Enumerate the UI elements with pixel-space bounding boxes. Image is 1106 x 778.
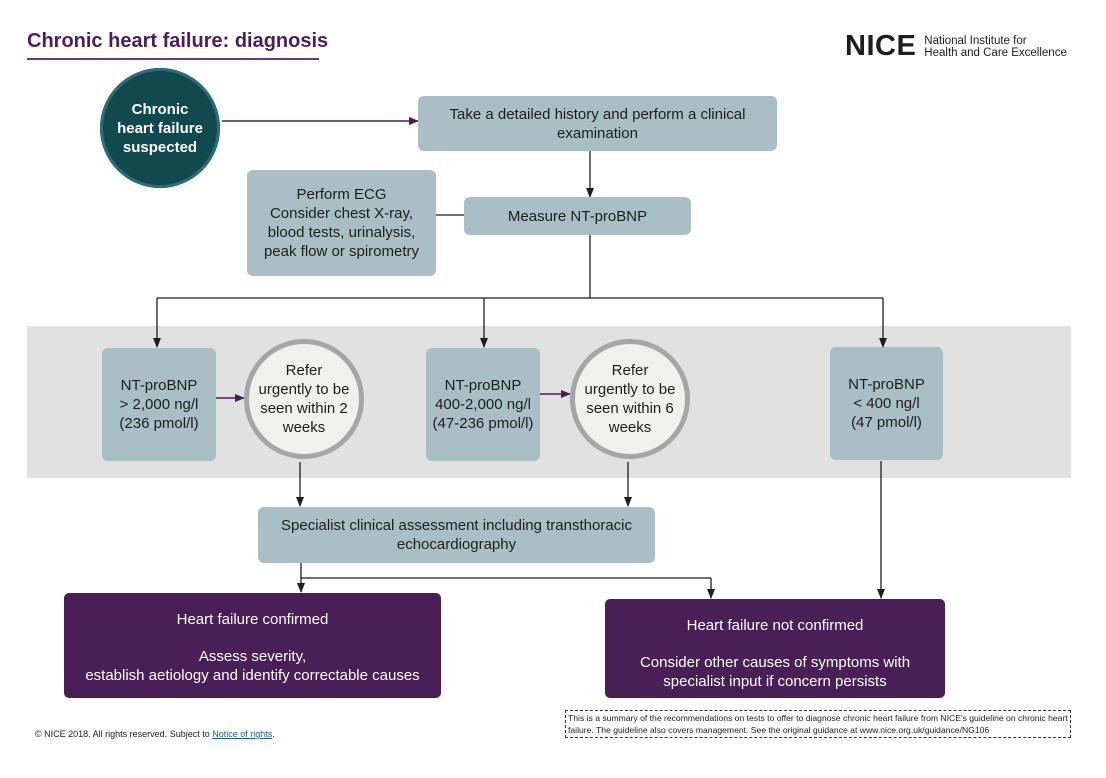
logo-mark: NICE [845,30,917,62]
history-box: Take a detailed history and perform a cl… [418,96,777,151]
refer-6-weeks-node: Refer urgently to be seen within 6 weeks [570,339,690,459]
measure-box: Measure NT-proBNP [464,197,691,235]
specialist-assessment-box: Specialist clinical assessment including… [258,507,655,563]
ecg-box: Perform ECG Consider chest X-ray, blood … [247,170,436,276]
ntprobnp-mid-box: NT-proBNP 400-2,000 ng/l (47-236 pmol/l) [426,348,540,461]
notice-of-rights-link[interactable]: Notice of rights [212,729,273,739]
nice-logo: NICE National Institute for Health and C… [845,30,1067,63]
copyright-end: . [272,729,275,739]
confirmed-title: Heart failure confirmed [176,611,329,628]
heart-failure-not-confirmed-box: Heart failure not confirmed Consider oth… [605,599,945,698]
copyright-text: © NICE 2018. All rights reserved. Subjec… [35,729,213,739]
copyright-notice: © NICE 2018. All rights reserved. Subjec… [35,729,275,739]
start-node: Chronic heart failure suspected [100,68,220,188]
ntprobnp-high-box: NT-proBNP > 2,000 ng/l (236 pmol/l) [102,348,216,461]
refer-2-weeks-node: Refer urgently to be seen within 2 weeks [244,339,364,459]
not-confirmed-title: Heart failure not confirmed [686,617,864,634]
not-confirmed-body: Consider other causes of symptoms with s… [639,654,911,690]
confirmed-body: Assess severity, establish aetiology and… [85,648,420,684]
title-underline [27,58,319,60]
logo-text: National Institute for Health and Care E… [924,34,1067,59]
heart-failure-confirmed-box: Heart failure confirmed Assess severity,… [64,593,441,698]
ntprobnp-low-box: NT-proBNP < 400 ng/l (47 pmol/l) [830,347,943,460]
summary-note: This is a summary of the recommendations… [565,710,1071,738]
page-title: Chronic heart failure: diagnosis [27,30,329,52]
